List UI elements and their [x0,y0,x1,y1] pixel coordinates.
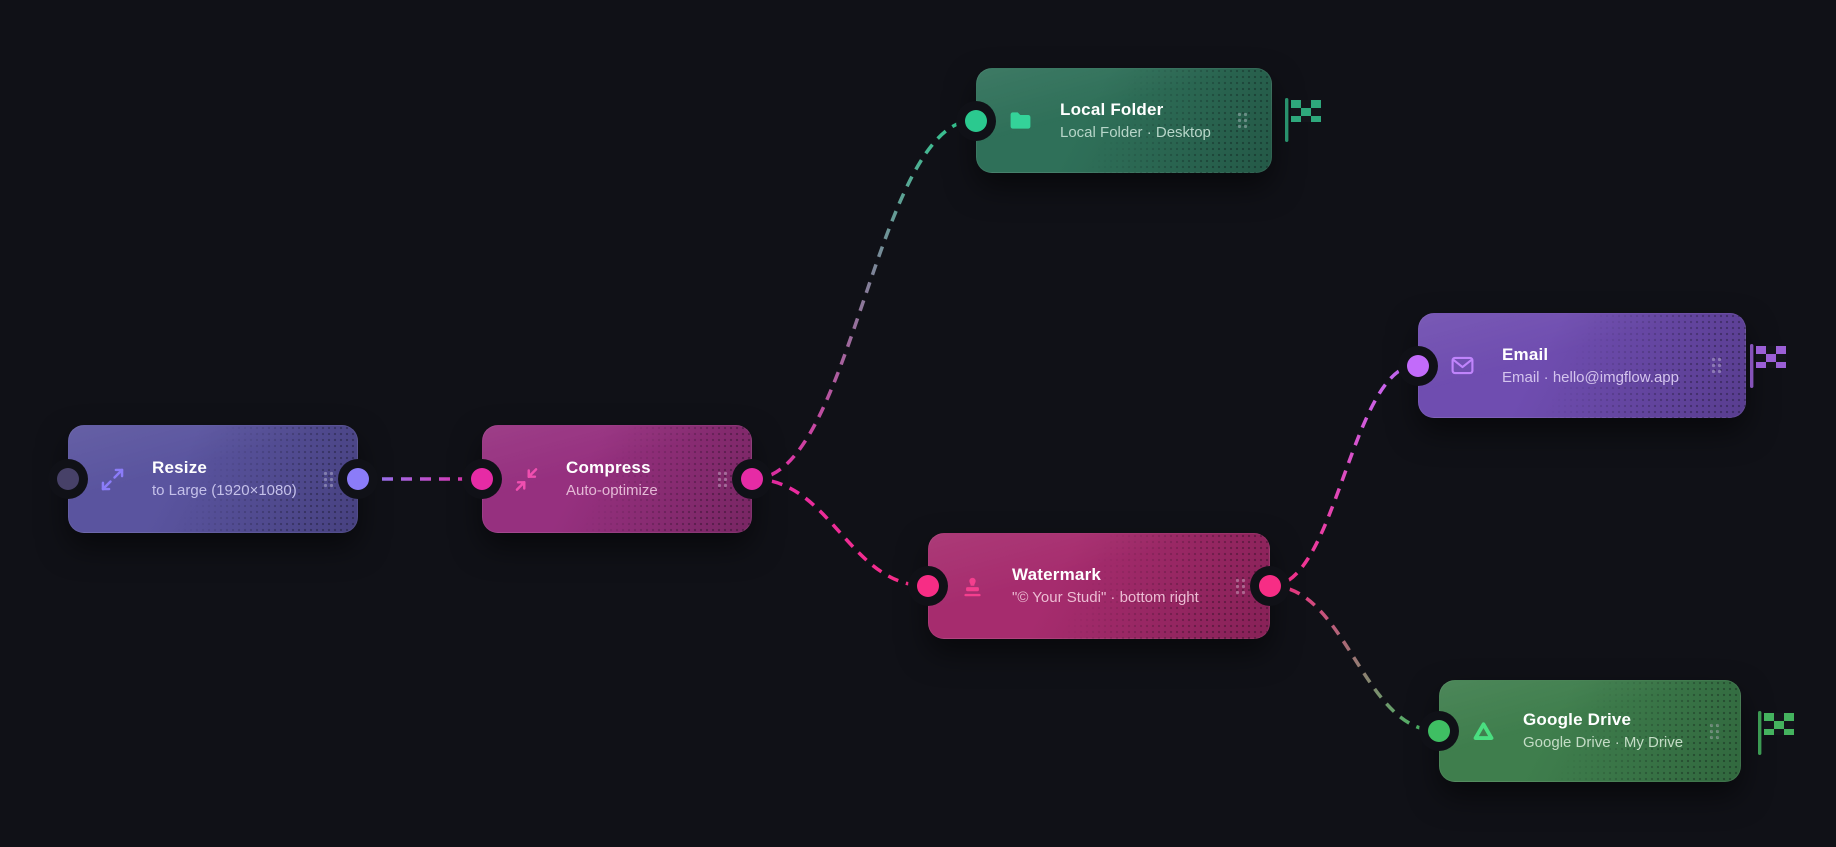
node-email[interactable]: Email Email · hello@imgflow.app [1407,313,1746,418]
node-title: Compress [566,458,651,477]
output-port[interactable] [347,468,369,490]
node-subtitle: Google Drive · My Drive [1523,734,1684,751]
node-title: Email [1502,344,1549,364]
finish-flag-icon [1750,344,1786,388]
node-local-folder[interactable]: Local Folder Local Folder · Desktop [965,68,1272,173]
input-port[interactable] [471,468,493,490]
stamp-icon [959,573,986,600]
finish-flag-icon [1758,711,1794,755]
folder-icon [1007,107,1034,134]
node-subtitle: Email · hello@imgflow.app [1502,368,1679,386]
node-subtitle: to Large (1920×1080) [152,482,297,499]
node-title: Local Folder [1060,99,1164,119]
envelope-icon [1449,352,1476,379]
node-subtitle: "© Your Studi" · bottom right [1012,589,1199,606]
node-subtitle: Local Folder · Desktop [1060,123,1211,141]
drag-handle-icon[interactable] [1711,357,1722,374]
input-port[interactable] [917,575,939,597]
drag-handle-icon[interactable] [1709,723,1720,740]
edge-compress-to-local-folder[interactable] [752,118,976,481]
node-compress[interactable]: Compress Auto-optimize [471,425,763,533]
node-title: Resize [152,458,208,477]
input-port[interactable] [965,109,987,132]
edge-watermark-to-google-drive[interactable] [1270,584,1439,733]
input-port[interactable] [57,468,79,490]
node-watermark[interactable]: Watermark "© Your Studi" · bottom right [917,533,1281,639]
output-port[interactable] [741,468,763,490]
compress-arrows-icon [513,466,540,493]
drag-handle-icon[interactable] [717,471,728,488]
edge-compress-to-watermark[interactable] [752,477,928,588]
input-port[interactable] [1428,720,1450,742]
node-title: Google Drive [1523,710,1632,729]
finish-flag-icon [1285,98,1321,142]
node-google-drive[interactable]: Google Drive Google Drive · My Drive [1428,680,1741,782]
output-port[interactable] [1259,575,1281,597]
google-drive-icon [1470,718,1497,745]
edge-watermark-to-email[interactable] [1270,363,1418,588]
drag-handle-icon[interactable] [1237,112,1248,129]
node-resize[interactable]: Resize to Large (1920×1080) [57,425,369,533]
input-port[interactable] [1407,354,1429,377]
drag-handle-icon[interactable] [1235,578,1246,595]
node-title: Watermark [1012,565,1102,584]
node-subtitle: Auto-optimize [566,482,658,499]
drag-handle-icon[interactable] [323,471,334,488]
resize-expand-icon [99,466,126,493]
